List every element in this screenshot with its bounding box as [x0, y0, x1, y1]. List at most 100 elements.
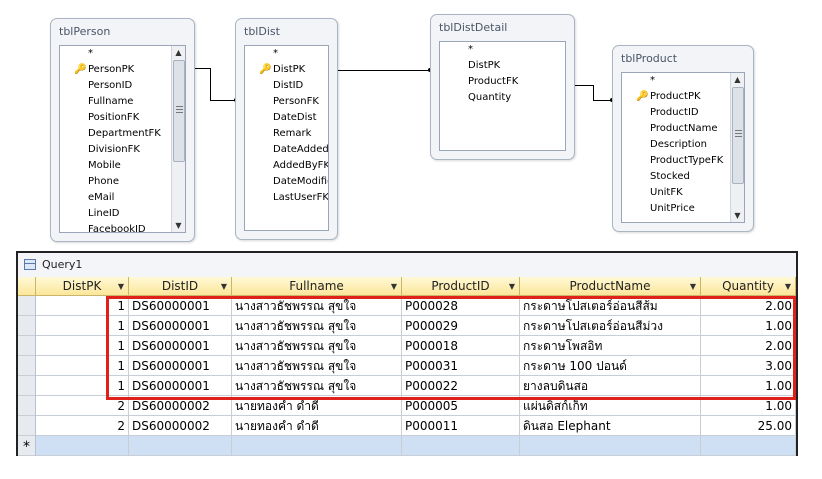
cell-distpk[interactable]: 1	[36, 296, 129, 316]
table-tbldistdetail[interactable]: tblDistDetail * DistPK ProductFK Quantit…	[430, 14, 575, 160]
scroll-down-icon[interactable]: ▼	[734, 211, 741, 220]
field-item[interactable]: *	[468, 44, 473, 55]
query-window[interactable]: Query1 DistPK▼ DistID▼ Fullname▼ Product…	[16, 251, 798, 456]
field-item[interactable]: ProductFK	[468, 76, 519, 87]
field-list[interactable]: * 🔑DistPK DistID PersonFK DateDist Remar…	[244, 45, 329, 231]
field-item[interactable]: FacebookID	[88, 224, 146, 233]
field-item[interactable]: DepartmentFK	[88, 128, 161, 139]
field-item[interactable]: Description	[650, 139, 707, 150]
column-header-productid[interactable]: ProductID▼	[402, 277, 520, 296]
cell-distid[interactable]: DS60000001	[129, 296, 232, 316]
field-item[interactable]: Quantity	[468, 92, 512, 103]
row-selector[interactable]	[18, 396, 36, 416]
cell-distpk[interactable]: 1	[36, 356, 129, 376]
cell-distpk[interactable]: 1	[36, 336, 129, 356]
cell-distid[interactable]: DS60000001	[129, 336, 232, 356]
cell-productid[interactable]: P000022	[402, 376, 520, 396]
cell-distpk[interactable]	[36, 436, 129, 456]
dropdown-arrow-icon[interactable]: ▼	[784, 282, 791, 291]
cell-quantity[interactable]: 25.00	[701, 416, 796, 436]
query-tab[interactable]: Query1	[18, 253, 796, 278]
field-item[interactable]: Mobile	[88, 160, 121, 171]
field-item[interactable]: UnitFK	[650, 187, 683, 198]
cell-distid[interactable]: DS60000001	[129, 376, 232, 396]
field-item[interactable]: PersonID	[88, 80, 133, 91]
cell-distpk[interactable]: 1	[36, 376, 129, 396]
dropdown-arrow-icon[interactable]: ▼	[220, 282, 227, 291]
field-list[interactable]: * 🔑ProductPK ProductID ProductName Descr…	[621, 72, 745, 223]
vertical-scrollbar[interactable]: ▲ ▼	[171, 46, 185, 232]
new-record-row[interactable]: *	[18, 436, 796, 456]
cell-productid[interactable]: P000005	[402, 396, 520, 416]
cell-distid[interactable]: DS60000002	[129, 396, 232, 416]
cell-productid[interactable]: P000031	[402, 356, 520, 376]
table-tbldist[interactable]: tblDist * 🔑DistPK DistID PersonFK DateDi…	[235, 18, 338, 240]
cell-productid[interactable]: P000011	[402, 416, 520, 436]
column-header-productname[interactable]: ProductName▼	[520, 277, 701, 296]
table-tblproduct[interactable]: tblProduct * 🔑ProductPK ProductID Produc…	[612, 45, 754, 232]
table-row[interactable]: 1 DS60000001 นางสาวธัชพรรณ สุขใจ P000028…	[18, 296, 796, 316]
cell-quantity[interactable]: 1.00	[701, 396, 796, 416]
cell-productname[interactable]: ยางลบดินสอ	[520, 376, 701, 396]
field-item[interactable]: ProductTypeFK	[650, 155, 724, 166]
table-row[interactable]: 2 DS60000002 นายทองคำ ดำดี P000011 ดินสอ…	[18, 416, 796, 436]
field-item[interactable]: *	[88, 48, 93, 59]
field-item[interactable]: DateAdded	[273, 144, 329, 155]
field-item[interactable]: Phone	[88, 176, 119, 187]
cell-distid[interactable]: DS60000002	[129, 416, 232, 436]
scroll-up-icon[interactable]: ▲	[734, 75, 741, 84]
cell-quantity[interactable]	[701, 436, 796, 456]
column-header-distid[interactable]: DistID▼	[129, 277, 232, 296]
cell-productname[interactable]	[520, 436, 701, 456]
cell-productid[interactable]: P000029	[402, 316, 520, 336]
field-item[interactable]: DivisionFK	[88, 144, 140, 155]
row-selector[interactable]	[18, 316, 36, 336]
cell-productname[interactable]: กระดาษโพสอิท	[520, 336, 701, 356]
cell-fullname[interactable]: นางสาวธัชพรรณ สุขใจ	[232, 336, 402, 356]
table-row[interactable]: 2 DS60000002 นายทองคำ ดำดี P000005 แผ่นด…	[18, 396, 796, 416]
row-selector[interactable]	[18, 376, 36, 396]
table-tblperson[interactable]: tblPerson * 🔑PersonPK PersonID Fullname …	[50, 18, 195, 242]
dropdown-arrow-icon[interactable]: ▼	[117, 282, 124, 291]
field-item[interactable]: DateDist	[273, 112, 317, 123]
field-item[interactable]: DistID	[273, 80, 304, 91]
field-item[interactable]: LineID	[88, 208, 120, 219]
field-item[interactable]: Remark	[273, 128, 312, 139]
field-item[interactable]: *	[273, 48, 278, 59]
cell-fullname[interactable]: นางสาวธัชพรรณ สุขใจ	[232, 356, 402, 376]
field-item[interactable]: LastUserFK	[273, 192, 329, 203]
cell-distpk[interactable]: 2	[36, 396, 129, 416]
dropdown-arrow-icon[interactable]: ▼	[508, 282, 515, 291]
field-item[interactable]: Stocked	[650, 171, 690, 182]
cell-distpk[interactable]: 1	[36, 316, 129, 336]
cell-distid[interactable]	[129, 436, 232, 456]
field-item[interactable]: eMail	[88, 192, 115, 203]
field-item[interactable]: Fullname	[88, 96, 134, 107]
field-item[interactable]: UnitPrice	[650, 203, 695, 214]
cell-productid[interactable]	[402, 436, 520, 456]
cell-fullname[interactable]: นางสาวธัชพรรณ สุขใจ	[232, 296, 402, 316]
field-item[interactable]: DateModified	[273, 176, 328, 187]
cell-quantity[interactable]: 3.00	[701, 356, 796, 376]
scroll-thumb[interactable]	[732, 87, 744, 184]
column-header-distpk[interactable]: DistPK▼	[36, 277, 129, 296]
table-row[interactable]: 1 DS60000001 นางสาวธัชพรรณ สุขใจ P000029…	[18, 316, 796, 336]
cell-fullname[interactable]: นายทองคำ ดำดี	[232, 416, 402, 436]
scroll-up-icon[interactable]: ▲	[175, 48, 182, 57]
field-item[interactable]: ProductID	[650, 107, 699, 118]
cell-productname[interactable]: แผ่นดิสก์เก็ท	[520, 396, 701, 416]
cell-fullname[interactable]	[232, 436, 402, 456]
cell-quantity[interactable]: 1.00	[701, 316, 796, 336]
cell-quantity[interactable]: 1.00	[701, 376, 796, 396]
field-list[interactable]: * DistPK ProductFK Quantity	[439, 41, 566, 151]
row-selector[interactable]	[18, 416, 36, 436]
scroll-down-icon[interactable]: ▼	[175, 221, 182, 230]
table-row[interactable]: 1 DS60000001 นางสาวธัชพรรณ สุขใจ P000018…	[18, 336, 796, 356]
field-item[interactable]: ProductName	[650, 123, 718, 134]
cell-productid[interactable]: P000018	[402, 336, 520, 356]
column-header-quantity[interactable]: Quantity▼	[701, 277, 796, 296]
table-row[interactable]: 1 DS60000001 นางสาวธัชพรรณ สุขใจ P000022…	[18, 376, 796, 396]
scroll-thumb[interactable]	[173, 60, 185, 162]
cell-productname[interactable]: กระดาษ 100 ปอนด์	[520, 356, 701, 376]
cell-quantity[interactable]: 2.00	[701, 296, 796, 316]
